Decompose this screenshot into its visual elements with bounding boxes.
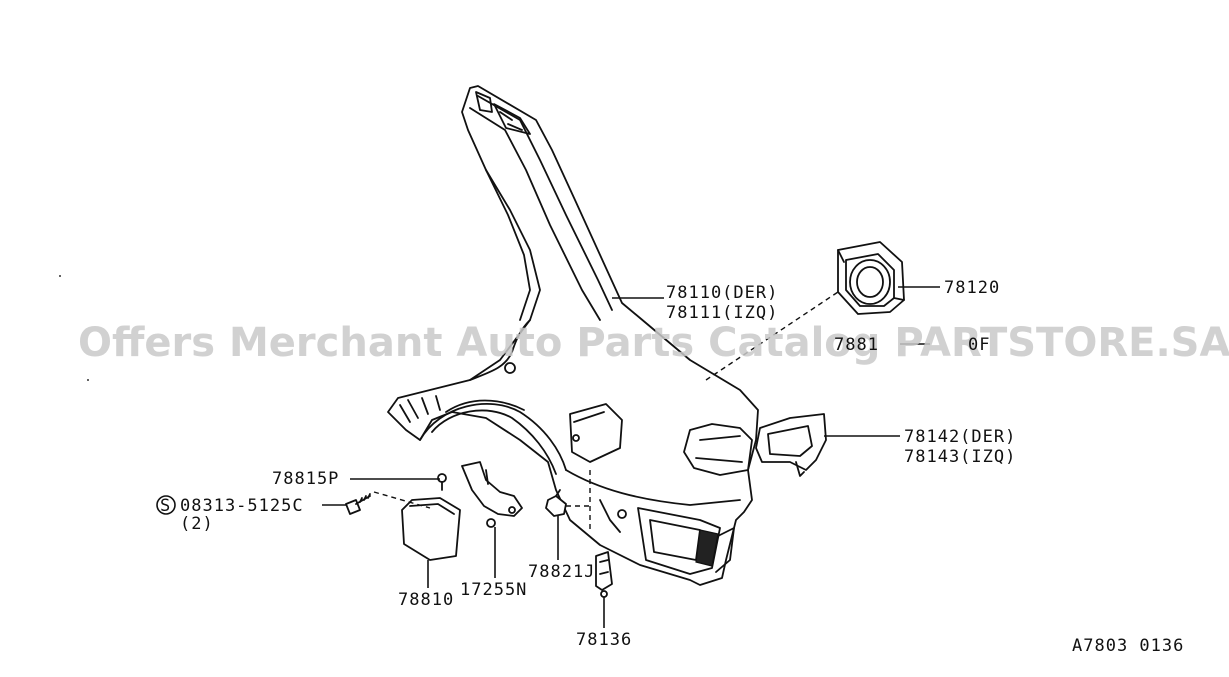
fuel-lid-hinge[interactable] [461,461,523,528]
label-78110: 78110(DER) [666,283,778,303]
clip-78815p[interactable] [437,473,447,491]
label-78120: 78120 [944,278,1000,298]
label-7881-suffix: 0F [968,335,990,355]
label-78821j: 78821J [528,562,595,582]
fuel-filler-pocket[interactable] [837,241,905,315]
label-7881-fragment: 7881 [834,335,879,355]
bolt-08313[interactable] [345,493,371,515]
scan-speck [59,275,61,277]
fuel-lid[interactable] [401,497,461,561]
label-bolt-qty: (2) [180,514,214,534]
lock-78821j[interactable] [545,489,567,517]
label-17255n: 17255N [460,580,527,600]
label-78815p: 78815P [272,469,339,489]
watermark: Offers Merchant Auto Parts Catalog PARTS… [78,320,1229,366]
leader-lines [322,286,940,628]
label-78143: 78143(IZQ) [904,447,1016,467]
bolt-symbol-circle [156,495,176,515]
label-bolt-part: 08313-5125C [180,496,304,516]
label-78136: 78136 [576,630,632,650]
label-78111: 78111(IZQ) [666,303,778,323]
label-bolt-symbol: S [160,496,171,516]
diagram-code: A7803 0136 [1072,636,1184,656]
label-78810: 78810 [398,590,454,610]
label-78142: 78142(DER) [904,427,1016,447]
rear-quarter-panel[interactable] [387,85,759,586]
rear-panel-extension[interactable] [755,413,827,477]
scan-speck [87,379,89,381]
bracket-78136[interactable] [595,551,613,598]
